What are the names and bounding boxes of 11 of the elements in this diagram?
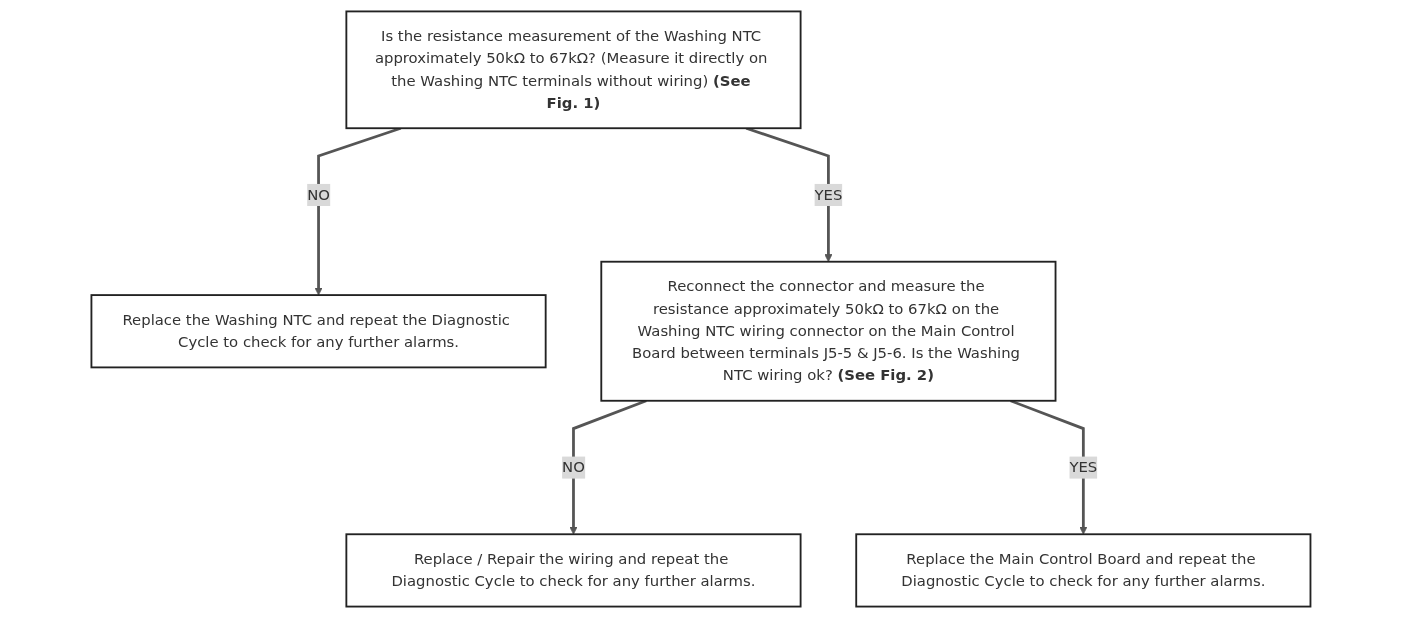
- node-box: Reconnect the connector and measure the resistance approximately 50kΩ to 67kΩ on the Washing NTC wiring connector on the Main Control Board between terminals J5-5 & J5-6. Is the Washing NTC wiring ok? (See Fig. 2): [599, 260, 1056, 402]
- node-box: Replace / Repair the wiring and repeat the Diagnostic Cycle to check for any further alarms.: [344, 532, 802, 607]
- node-box: Replace the Washing NTC and repeat the Diagnostic Cycle to check for any further alarms.: [90, 293, 547, 368]
- edge-label: YES: [814, 185, 842, 203]
- arrow: [314, 126, 401, 295]
- edge-label: NO: [306, 185, 330, 203]
- edge-label: NO: [561, 457, 585, 476]
- node-box: Is the resistance measurement of the Washing NTC approximately 50kΩ to 67kΩ? (Measure it directly on the Washing NTC terminals without wiring) (See Fig. 1): [344, 10, 802, 129]
- arrow: [745, 126, 833, 262]
- edge-label: YES: [1068, 457, 1097, 476]
- node-box: Replace the Main Control Board and repeat the Diagnostic Cycle to check for any further alarms.: [854, 532, 1311, 607]
